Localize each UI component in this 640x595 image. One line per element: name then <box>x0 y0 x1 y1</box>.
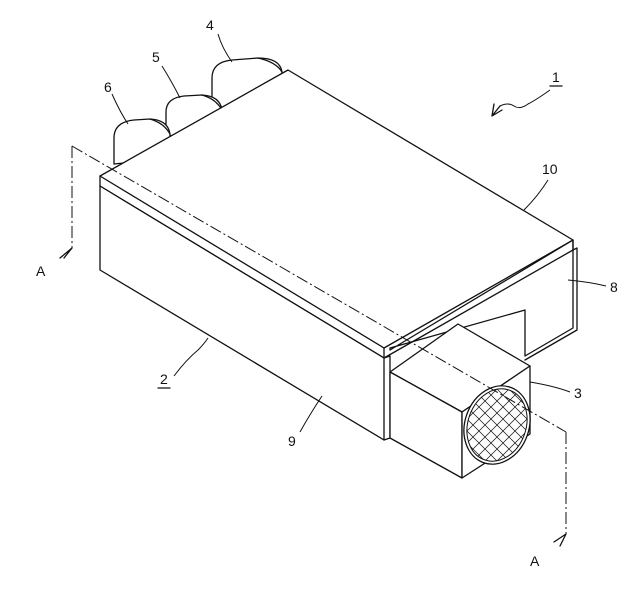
label-3: 3 <box>574 385 582 401</box>
label-9: 9 <box>288 433 296 449</box>
label-2: 2 <box>160 371 168 387</box>
label-5: 5 <box>152 49 160 65</box>
label-a-bottom: A <box>530 553 540 569</box>
label-4: 4 <box>206 17 214 33</box>
label-8: 8 <box>610 279 618 295</box>
label-1: 1 <box>552 69 560 85</box>
label-10: 10 <box>542 161 558 177</box>
label-a-top: A <box>36 263 46 279</box>
label-6: 6 <box>104 79 112 95</box>
